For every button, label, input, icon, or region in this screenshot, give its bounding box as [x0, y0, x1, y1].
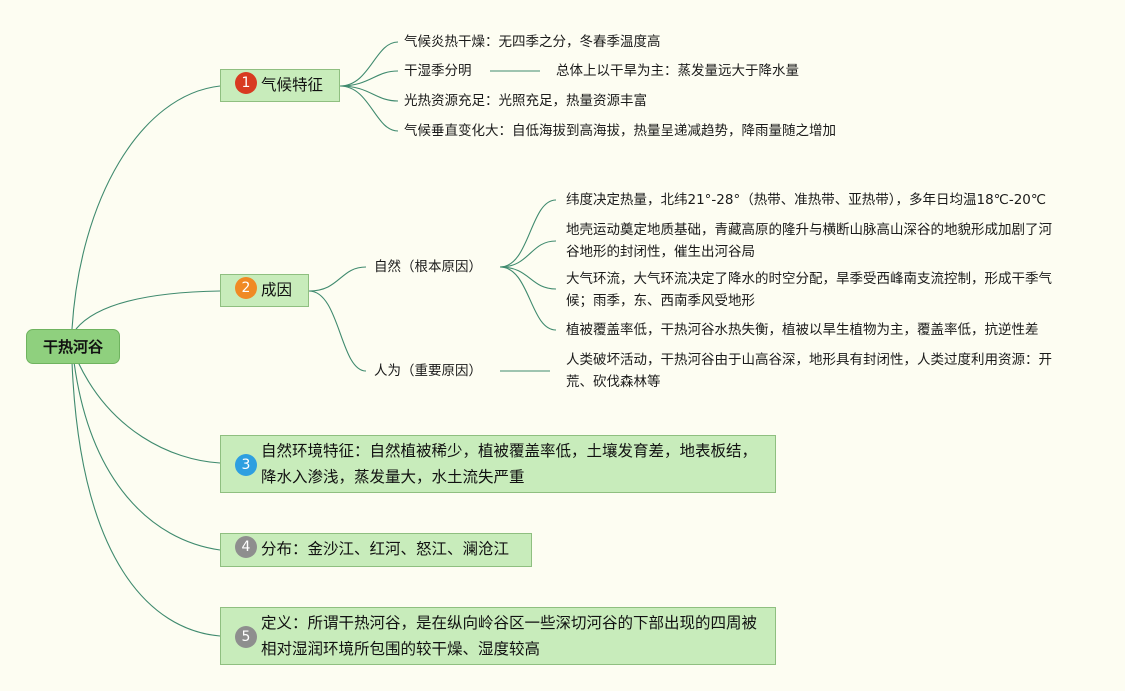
- branch-label: 成因: [261, 281, 293, 299]
- branch-distribution[interactable]: 4 分布：金沙江、红河、怒江、澜沧江: [220, 533, 532, 567]
- number-badge: 4: [235, 536, 257, 558]
- number-badge: 1: [235, 72, 257, 94]
- branch-cause[interactable]: 2 成因: [220, 274, 309, 307]
- leaf-climate-4[interactable]: 气候垂直变化大：自低海拔到高海拔，热量呈递减趋势，降雨量随之增加: [404, 123, 836, 139]
- branch-environment[interactable]: 3 自然环境特征：自然植被稀少，植被覆盖率低，土壤发育差，地表板结，降水入渗浅，…: [220, 435, 776, 493]
- leaf-natural-2[interactable]: 地壳运动奠定地质基础，青藏高原的隆升与横断山脉高山深谷的地貌形成加剧了河谷地形的…: [566, 222, 1052, 260]
- branch-label: 定义：所谓干热河谷，是在纵向岭谷区一些深切河谷的下部出现的四周被相对湿润环境所包…: [261, 614, 758, 658]
- leaf-climate-2[interactable]: 干湿季分明: [404, 63, 472, 79]
- branch-climate[interactable]: 1 气候特征: [220, 69, 340, 102]
- leaf-natural-3[interactable]: 大气环流，大气环流决定了降水的时空分配，旱季受西峰南支流控制，形成干季气候；雨季…: [566, 271, 1052, 309]
- leaf-natural-4[interactable]: 植被覆盖率低，干热河谷水热失衡，植被以旱生植物为主，覆盖率低，抗逆性差: [566, 322, 1039, 338]
- number-badge: 3: [235, 454, 257, 476]
- number-badge: 5: [235, 626, 257, 648]
- branch-label: 气候特征: [261, 76, 324, 94]
- leaf-climate-1[interactable]: 气候炎热干燥：无四季之分，冬春季温度高: [404, 34, 661, 50]
- leaf-human-1[interactable]: 人类破坏活动，干热河谷由于山高谷深，地形具有封闭性，人类过度利用资源：开荒、砍伐…: [566, 352, 1052, 390]
- cause-natural[interactable]: 自然（根本原因）: [374, 259, 482, 275]
- leaf-climate-2-sub[interactable]: 总体上以干旱为主：蒸发量远大于降水量: [556, 63, 799, 79]
- leaf-natural-1[interactable]: 纬度决定热量，北纬21°-28°（热带、准热带、亚热带），多年日均温18℃-20…: [566, 192, 1047, 208]
- leaf-climate-3[interactable]: 光热资源充足：光照充足，热量资源丰富: [404, 93, 647, 109]
- cause-human[interactable]: 人为（重要原因）: [374, 363, 482, 379]
- branch-label: 分布：金沙江、红河、怒江、澜沧江: [261, 540, 510, 558]
- branch-label: 自然环境特征：自然植被稀少，植被覆盖率低，土壤发育差，地表板结，降水入渗浅，蒸发…: [261, 442, 758, 486]
- root-topic[interactable]: 干热河谷: [26, 329, 120, 364]
- number-badge: 2: [235, 277, 257, 299]
- branch-definition[interactable]: 5 定义：所谓干热河谷，是在纵向岭谷区一些深切河谷的下部出现的四周被相对湿润环境…: [220, 607, 776, 665]
